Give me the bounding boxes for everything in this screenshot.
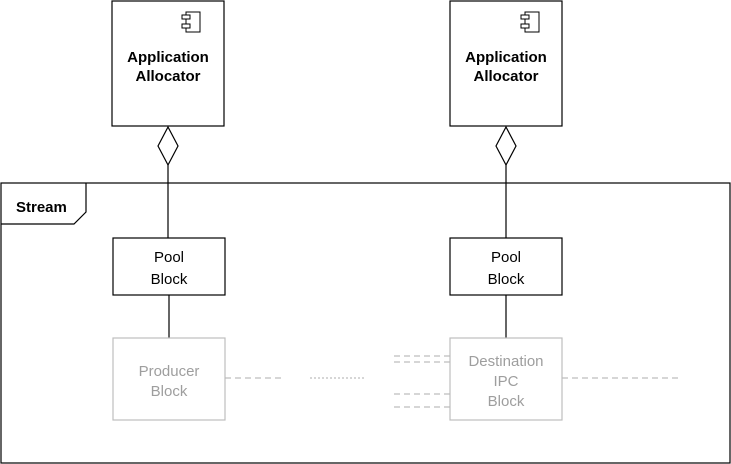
stream-frame-label: Stream — [16, 199, 67, 216]
right-pool-block-label-line1: Pool — [491, 249, 521, 266]
aggregation-diamond-icon — [495, 125, 517, 167]
stream-frame: Stream — [0, 182, 731, 464]
right-pool-block-box — [449, 237, 563, 296]
right-pool-block-label-line2: Block — [488, 271, 525, 288]
producer-block-label-line1: Producer — [139, 363, 200, 380]
left-aggregation-connector — [157, 125, 179, 238]
producer-block-box — [112, 337, 226, 421]
aggregation-diamond-icon — [157, 125, 179, 167]
producer-block-label-line2: Block — [151, 383, 188, 400]
left-allocator-label-line1: Application — [127, 49, 209, 66]
right-allocator-label-line2: Allocator — [473, 68, 538, 85]
destination-block-label-line1: Destination — [468, 353, 543, 370]
destination-block-label-line2: IPC — [493, 373, 518, 390]
uml-component-icon — [181, 11, 201, 33]
left-allocator-label-line2: Allocator — [135, 68, 200, 85]
right-aggregation-connector — [495, 125, 517, 238]
stream-frame-border — [0, 182, 731, 464]
left-pool-block[interactable]: Pool Block — [112, 237, 226, 296]
left-pool-block-label-line1: Pool — [154, 249, 184, 266]
destination-ipc-block[interactable]: Destination IPC Block — [449, 337, 563, 421]
left-pool-block-label-line2: Block — [151, 271, 188, 288]
right-application-allocator[interactable]: Application Allocator — [449, 0, 563, 127]
producer-block[interactable]: Producer Block — [112, 337, 226, 421]
destination-ipc-block-box — [449, 337, 563, 421]
right-allocator-label-line1: Application — [465, 49, 547, 66]
right-pool-block[interactable]: Pool Block — [449, 237, 563, 296]
uml-component-icon — [520, 11, 540, 33]
right-allocator-box — [449, 0, 563, 127]
faded-connections — [225, 355, 680, 408]
left-application-allocator[interactable]: Application Allocator — [111, 0, 225, 127]
destination-block-label-line3: Block — [488, 393, 525, 410]
stream-frame-tab — [1, 183, 87, 225]
